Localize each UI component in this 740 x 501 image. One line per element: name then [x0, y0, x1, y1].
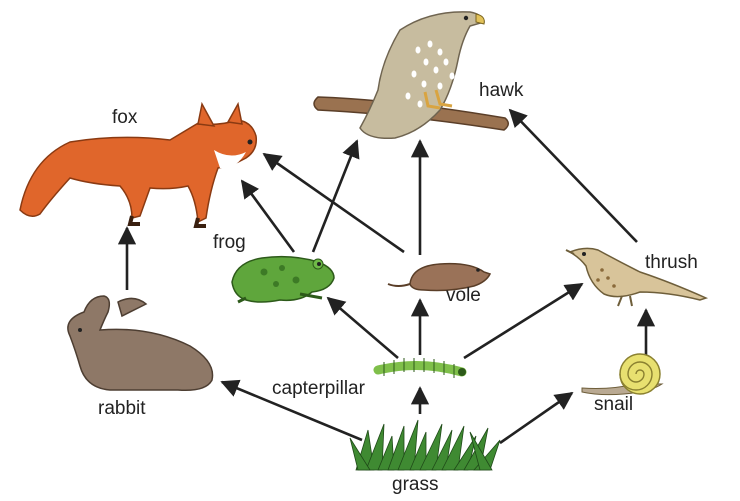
label-snail: snail: [594, 394, 633, 416]
caterpillar-illustration: [378, 358, 466, 378]
label-caterpillar: capterpillar: [272, 378, 365, 400]
rabbit-illustration: [68, 296, 213, 390]
arrow-thrush-to-hawk: [510, 110, 637, 242]
label-fox: fox: [112, 107, 137, 129]
frog-illustration: [232, 257, 334, 302]
label-vole: vole: [446, 285, 481, 307]
label-frog: frog: [213, 232, 246, 254]
arrow-caterpillar-to-thrush: [464, 284, 582, 358]
arrow-caterpillar-to-frog: [328, 298, 398, 358]
arrow-grass-to-snail: [500, 393, 572, 443]
label-rabbit: rabbit: [98, 398, 146, 420]
label-thrush: thrush: [645, 252, 698, 274]
arrow-vole-to-fox: [264, 154, 404, 252]
arrow-frog-to-hawk: [313, 141, 357, 252]
fox-illustration: [20, 104, 256, 226]
arrow-frog-to-fox: [242, 181, 294, 252]
hawk-illustration: [314, 12, 508, 138]
snail-illustration: [582, 354, 662, 395]
label-hawk: hawk: [479, 80, 523, 102]
label-grass: grass: [392, 474, 438, 496]
grass-illustration: [350, 420, 500, 470]
